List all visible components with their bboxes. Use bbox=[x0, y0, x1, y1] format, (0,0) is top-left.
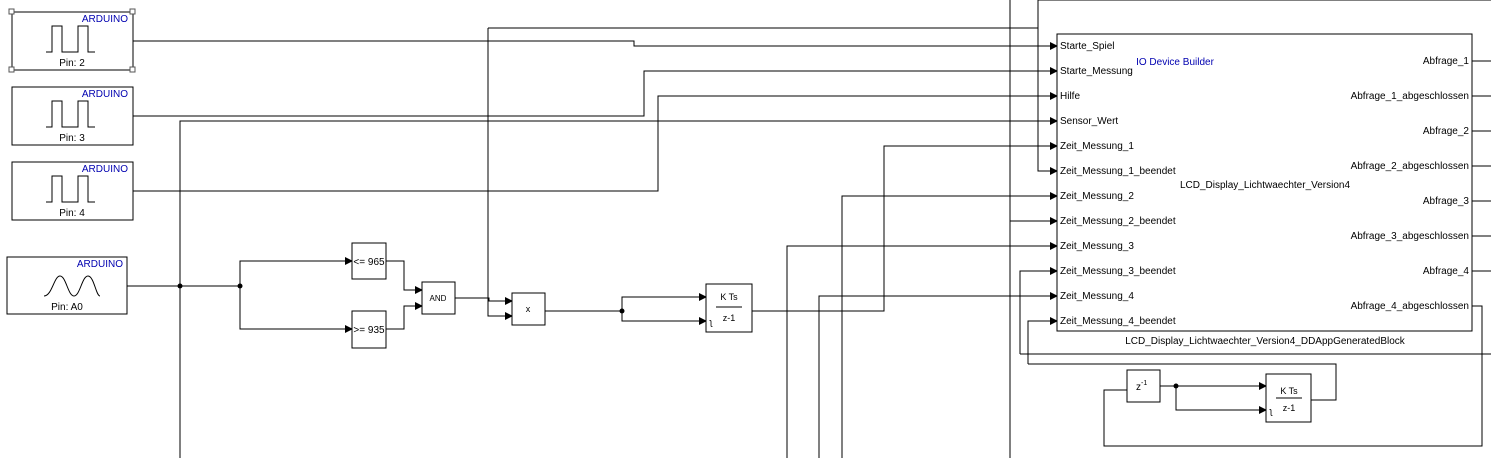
reset-icon: ʅ bbox=[709, 317, 713, 327]
junction-dots bbox=[177, 283, 1179, 389]
wire-zeit-messung-3[interactable] bbox=[786, 242, 1058, 458]
input-port-label: Zeit_Messung_2_beendet bbox=[1060, 216, 1176, 227]
wire-a0-ge[interactable] bbox=[239, 286, 353, 333]
selection-handle[interactable] bbox=[8, 66, 15, 73]
wire-le-and[interactable] bbox=[386, 260, 423, 294]
input-port-label: Zeit_Messung_4_beendet bbox=[1060, 316, 1176, 327]
wire-zeit-messung-2[interactable] bbox=[841, 192, 1058, 458]
integrator-numerator: K Ts bbox=[1280, 386, 1298, 396]
wire-top-beendet-1[interactable] bbox=[1037, 28, 1058, 175]
wire-delay-int2[interactable] bbox=[1175, 386, 1267, 414]
io-center-name: LCD_Display_Lichtwaechter_Version4 bbox=[1180, 180, 1351, 191]
wire-top-return[interactable] bbox=[488, 0, 1039, 29]
input-port-label: Starte_Messung bbox=[1060, 66, 1133, 77]
and-label: AND bbox=[430, 294, 447, 303]
wire-loop-4[interactable] bbox=[1028, 363, 1337, 401]
integrator-denominator: z-1 bbox=[1283, 403, 1296, 413]
output-port-label: Abfrage_1_abgeschlossen bbox=[1351, 91, 1469, 102]
selection-handle[interactable] bbox=[129, 66, 136, 73]
input-port-label: Zeit_Messung_2 bbox=[1060, 191, 1134, 202]
wire-a0-le[interactable] bbox=[239, 257, 353, 286]
selection-handle[interactable] bbox=[129, 8, 136, 15]
input-port-label: Hilfe bbox=[1060, 91, 1080, 102]
input-port-label: Zeit_Messung_1_beendet bbox=[1060, 166, 1176, 177]
io-device-builder-caption: IO Device Builder bbox=[1136, 57, 1214, 68]
output-port-label: Abfrage_1 bbox=[1423, 56, 1470, 67]
pin-label: Pin: 2 bbox=[59, 58, 85, 69]
arduino-brand-label: ARDUINO bbox=[82, 14, 128, 25]
pin-label: Pin: 3 bbox=[59, 133, 85, 144]
wire-zeit-messung-4[interactable] bbox=[818, 292, 1058, 458]
compare-le-label: <= 965 bbox=[353, 257, 385, 268]
compare-le-block[interactable]: <= 965 bbox=[351, 242, 387, 280]
junction-dot bbox=[1173, 383, 1179, 389]
wire-pin2-starte-spiel[interactable] bbox=[133, 40, 1058, 50]
wire-split-int-in2[interactable] bbox=[621, 311, 707, 325]
wire-pin3-hilfe[interactable] bbox=[133, 67, 1058, 117]
wire-beendet-3[interactable] bbox=[1019, 267, 1058, 354]
wire-split-int-in1[interactable] bbox=[621, 293, 707, 311]
wire-and-product[interactable] bbox=[455, 297, 513, 305]
signal-wires bbox=[127, 0, 1491, 458]
input-port-label: Zeit_Messung_1 bbox=[1060, 141, 1134, 152]
arduino-brand-label: ARDUINO bbox=[77, 259, 123, 270]
arduino-pin-3-block[interactable]: ARDUINO Pin: 3 bbox=[11, 86, 134, 146]
wire-top-product[interactable] bbox=[487, 28, 513, 320]
pulse-wave-icon bbox=[46, 100, 95, 128]
output-port-label: Abfrage_3 bbox=[1423, 196, 1470, 207]
compare-ge-label: >= 935 bbox=[353, 325, 385, 336]
junction-dot bbox=[619, 308, 625, 314]
arduino-pin-2-block[interactable]: ARDUINO Pin: 2 bbox=[8, 8, 136, 73]
wire-ge-and[interactable] bbox=[386, 302, 423, 330]
product-block[interactable]: x bbox=[511, 292, 546, 326]
product-label: x bbox=[526, 304, 531, 314]
wire-pin4-starte-messung[interactable] bbox=[133, 92, 1058, 192]
wire-int-zeit-messung-1[interactable] bbox=[752, 142, 1058, 312]
input-port-label: Zeit_Messung_3 bbox=[1060, 241, 1134, 252]
arduino-brand-label: ARDUINO bbox=[82, 89, 128, 100]
unit-delay-label: z-1 bbox=[1136, 380, 1147, 393]
selection-handle[interactable] bbox=[8, 8, 15, 15]
pin-label: Pin: A0 bbox=[51, 302, 83, 313]
arduino-pin-4-block[interactable]: ARDUINO Pin: 4 bbox=[11, 161, 134, 221]
input-port-label: Zeit_Messung_4 bbox=[1060, 291, 1134, 302]
reset-icon: ʅ bbox=[1269, 406, 1273, 416]
pulse-wave-icon bbox=[46, 175, 95, 203]
wire-a0-sensor-wert[interactable] bbox=[179, 117, 1058, 458]
arduino-pin-a0-block[interactable]: ARDUINO Pin: A0 bbox=[6, 256, 128, 315]
wire-top-beendet-2[interactable] bbox=[1009, 217, 1058, 458]
wire-beendet-4[interactable] bbox=[1027, 317, 1058, 364]
junction-dot bbox=[177, 283, 183, 289]
input-port-label: Sensor_Wert bbox=[1060, 116, 1118, 127]
output-port-label: Abfrage_4 bbox=[1423, 266, 1470, 277]
unit-delay-exponent: -1 bbox=[1141, 380, 1147, 387]
analog-wave-icon bbox=[43, 275, 101, 297]
unit-delay-base: z bbox=[1136, 382, 1141, 393]
pulse-wave-icon bbox=[46, 25, 95, 53]
output-port-label: Abfrage_2 bbox=[1423, 126, 1470, 137]
output-port-label: Abfrage_3_abgeschlossen bbox=[1351, 231, 1469, 242]
integrator-denominator: z-1 bbox=[723, 313, 736, 323]
io-block-name[interactable]: LCD_Display_Lichtwaechter_Version4_DDApp… bbox=[1125, 336, 1406, 347]
unit-delay-block[interactable]: z-1 bbox=[1126, 369, 1161, 403]
input-port-label: Starte_Spiel bbox=[1060, 41, 1114, 52]
output-port-label: Abfrage_4_abgeschlossen bbox=[1351, 301, 1469, 312]
arduino-brand-label: ARDUINO bbox=[82, 164, 128, 175]
discrete-integrator-block[interactable]: K Ts z-1 ʅ bbox=[705, 283, 753, 333]
integrator-numerator: K Ts bbox=[720, 292, 738, 302]
compare-ge-block[interactable]: >= 935 bbox=[351, 310, 387, 349]
io-device-builder-block[interactable]: IO Device Builder LCD_Display_Lichtwaech… bbox=[1056, 33, 1473, 332]
output-port-label: Abfrage_2_abgeschlossen bbox=[1351, 161, 1469, 172]
and-block[interactable]: AND bbox=[421, 281, 456, 315]
junction-dot bbox=[237, 283, 243, 289]
input-port-label: Zeit_Messung_3_beendet bbox=[1060, 266, 1176, 277]
wire-out-abfrage-4-ab[interactable] bbox=[1103, 305, 1483, 447]
pin-label: Pin: 4 bbox=[59, 208, 85, 219]
feedback-integrator-block[interactable]: K Ts z-1 ʅ bbox=[1265, 373, 1312, 423]
